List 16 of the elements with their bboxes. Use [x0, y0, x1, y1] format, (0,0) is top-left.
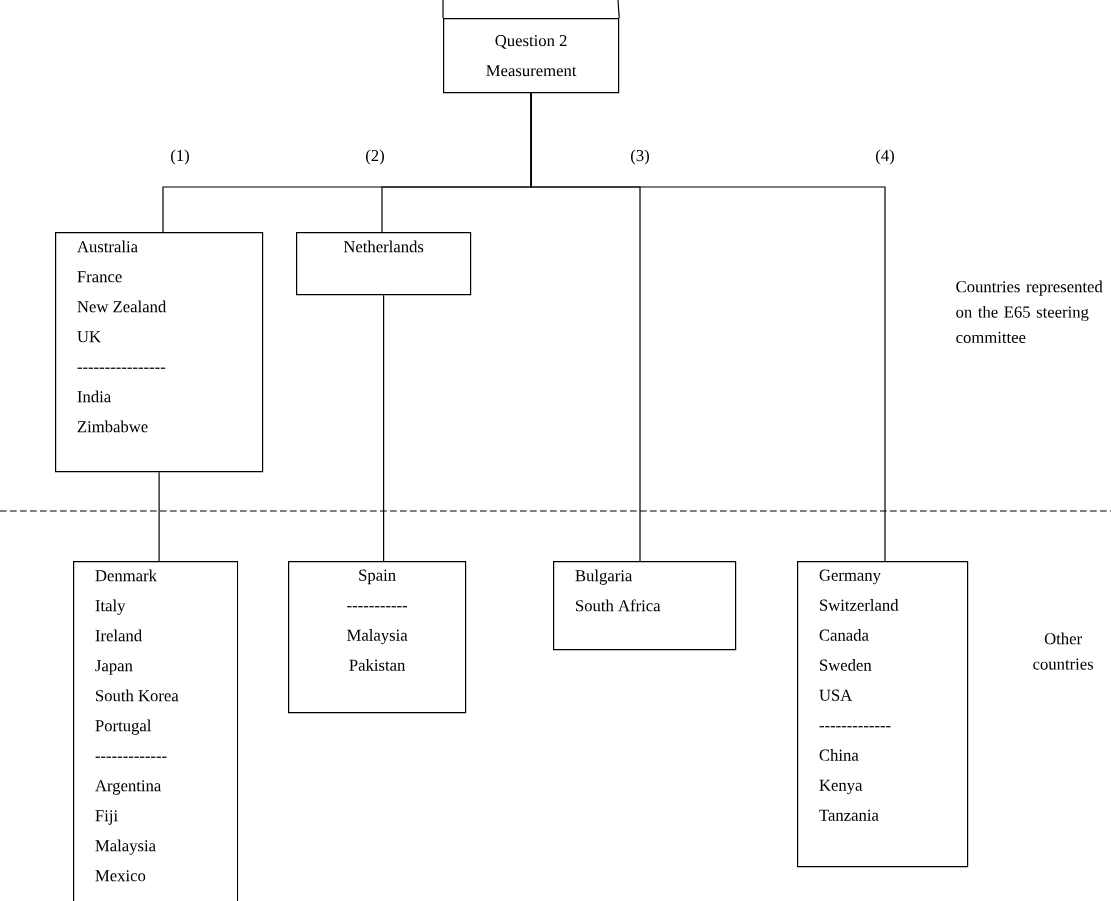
- country-box: Bulgaria South Africa: [553, 561, 737, 651]
- country-box: Netherlands: [296, 232, 472, 296]
- country-box: Spain ----------- Malaysia Pakistan: [288, 561, 467, 714]
- branch-number: (4): [876, 149, 894, 165]
- branch-number: (1): [171, 149, 189, 165]
- branch-number: (3): [631, 149, 649, 165]
- connector-line: [158, 471, 160, 562]
- country-box: Australia France New Zealand UK ---------------- India Zimbabwe: [55, 232, 264, 473]
- branch-number: (2): [366, 149, 384, 165]
- side-note: Countries represented on the E65 steering committee: [956, 280, 1103, 343]
- country-box: Question 2 Measurement: [442, 0, 620, 94]
- country-box: Germany Switzerland Canada Sweden USA ------------- China Kenya Tanzania: [797, 561, 969, 868]
- country-box: Denmark Italy Ireland Japan South Korea Portugal ------------- Argentina Fiji Malaysia Mexico: [73, 561, 239, 901]
- connector-line: [530, 92, 886, 562]
- connector-line: [383, 294, 385, 562]
- side-note: Other countries: [1033, 632, 1094, 670]
